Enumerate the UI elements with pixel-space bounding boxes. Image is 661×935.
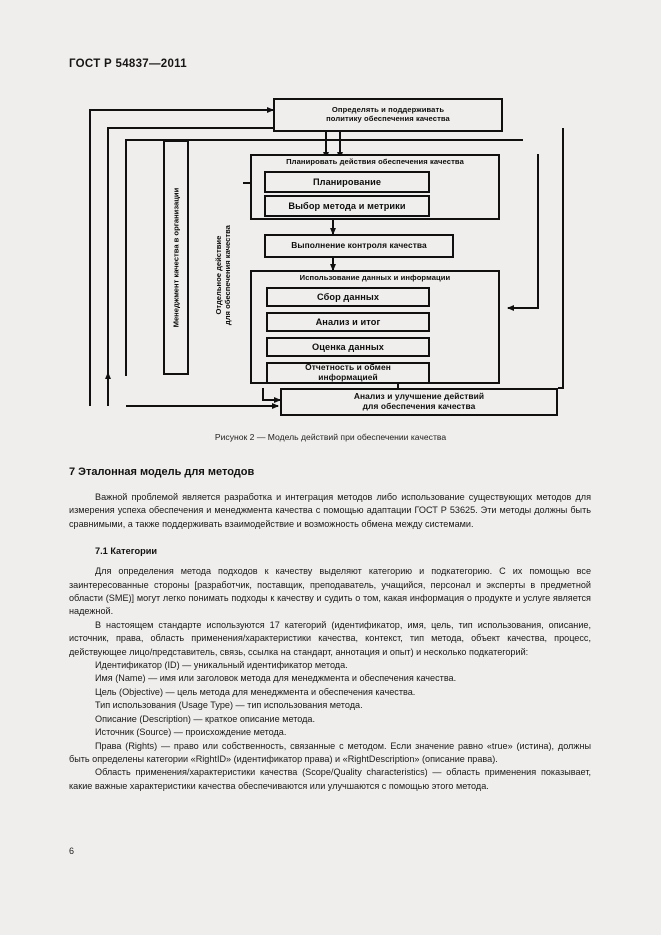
node-plan-group-label: Планировать действия обеспечения качеств…	[286, 157, 464, 166]
section-7-intro-paragraph: Важной проблемой является разработка и и…	[69, 492, 591, 529]
section-heading-7: 7 Эталонная модель для методов	[69, 466, 255, 478]
swimlane-quality-management-organization: Менеджмент качества в организации	[163, 140, 189, 375]
node-data-collection: Сбор данных	[266, 287, 430, 307]
swimlane-label-text: Менеджмент качества в организации	[171, 187, 181, 328]
category-definition-list: Идентификатор (ID) — уникальный идентифи…	[69, 659, 591, 793]
subsection-7-1-paragraph-2: В настоящем стандарте используются 17 ка…	[69, 619, 591, 657]
page-number: 6	[69, 846, 75, 856]
definition-item: Права (Rights) — право или собственность…	[69, 740, 591, 764]
node-analysis-result: Анализ и итог	[266, 312, 430, 332]
definition-item: Тип использования (Usage Type) — тип исп…	[95, 700, 363, 711]
definition-item: Цель (Objective) — цель метода для менед…	[95, 686, 416, 697]
definition-item: Область применения/характеристики качест…	[69, 767, 591, 791]
node-method-metric-selection: Выбор метода и метрики	[264, 195, 430, 217]
subsection-7-1-paragraph-1: Для определения метода подходов к качест…	[69, 566, 591, 617]
swimlane2-label-line2: для обеспечения качества	[223, 224, 233, 326]
definition-item: Идентификатор (ID) — уникальный идентифи…	[95, 660, 348, 671]
subsection-heading-7-1: 7.1 Категории	[95, 546, 157, 557]
node-perform-quality-control: Выполнение контроля качества	[264, 234, 454, 258]
node-define-maintain-quality-policy: Определять и поддерживать политику обесп…	[273, 98, 503, 132]
document-header-standard-number: ГОСТ Р 54837—2011	[69, 58, 187, 70]
node-policy-line1: Определять и поддерживать	[331, 105, 445, 115]
definition-item: Имя (Name) — имя или заголовок метода дл…	[95, 673, 457, 684]
node-policy-line2: политику обеспечения качества	[326, 114, 450, 123]
node-data-group-label: Использование данных и информации	[299, 273, 451, 282]
node-reporting-line1: Отчетность и обмен	[305, 362, 391, 373]
node-planning: Планирование	[264, 171, 430, 193]
node-data-evaluation: Оценка данных	[266, 337, 430, 357]
swimlane2-label-line1: Отдельное действие	[213, 235, 223, 315]
node-improve-line1: Анализ и улучшение действий	[353, 391, 485, 402]
swimlane-separate-quality-action: Отдельное действие для обеспечения качес…	[208, 150, 238, 400]
node-analysis-improvement-quality-actions: Анализ и улучшение действий для обеспече…	[280, 388, 558, 416]
node-reporting-line2: информацией	[318, 372, 378, 382]
definition-item: Источник (Source) — происхождение метода…	[95, 727, 287, 738]
document-body: 7 Эталонная модель для методов Важной пр…	[69, 466, 591, 793]
node-improve-line2: для обеспечения качества	[362, 401, 476, 411]
figure-caption: Рисунок 2 — Модель действий при обеспече…	[214, 432, 447, 442]
figure-2-quality-model: Менеджмент качества в организации Отдель…	[68, 88, 593, 442]
node-reporting-information-exchange: Отчетность и обмен информацией	[266, 362, 430, 384]
definition-item: Описание (Description) — краткое описани…	[95, 713, 316, 724]
